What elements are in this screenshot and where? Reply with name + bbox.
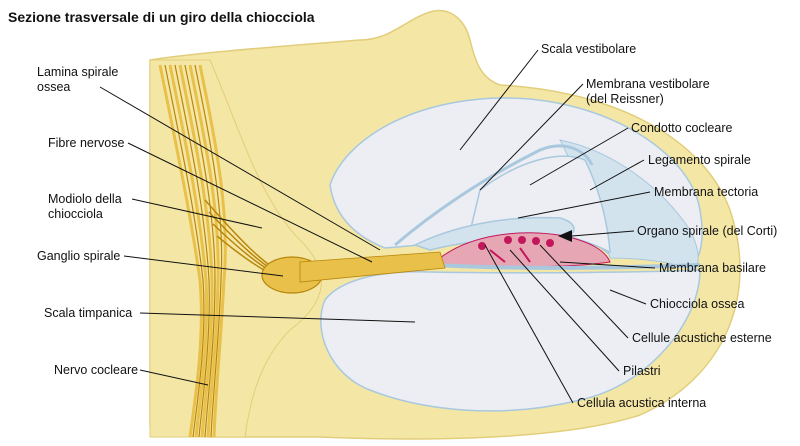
nerve-strand: [194, 64, 223, 438]
leader-line-tectoria: [517, 191, 651, 219]
nerve-strand: [188, 64, 220, 438]
leader-line-legamento: [589, 159, 645, 191]
label-scala-timpanica: Scala timpanica: [44, 306, 133, 320]
nerve-strand: [164, 64, 205, 438]
nerve-strand: [168, 64, 209, 438]
hair-cell: [518, 236, 526, 244]
hair-cell: [504, 236, 512, 244]
hair-cell: [546, 239, 554, 247]
leader-line-condotto: [529, 127, 629, 186]
arrowhead: [558, 230, 572, 242]
pillar: [489, 249, 506, 263]
label-cellule-acustiche-esterne: Cellule acustiche esterne: [632, 331, 772, 345]
nerve-strand: [178, 64, 214, 438]
label-cellula-acustica-interna: Cellula acustica interna: [577, 396, 707, 410]
leader-line-nervo: [139, 369, 209, 386]
leader-lines: [99, 49, 656, 404]
leader-line-timpanica: [139, 312, 416, 323]
bony-spiral-lamina: [299, 251, 446, 283]
leader-line-lamina: [99, 86, 381, 251]
label-membrana-basilare: Membrana basilare: [659, 261, 766, 275]
label-nervo-cocleare: Nervo cocleare: [54, 363, 139, 377]
nerve-strand: [184, 64, 216, 438]
leader-line-basilare: [559, 261, 656, 269]
leader-line-interna: [484, 244, 574, 404]
pillar: [519, 247, 531, 263]
leader-line-ossea: [609, 289, 647, 305]
leader-line-esterne: [539, 244, 629, 339]
scala-timpanica: [320, 269, 701, 412]
leader-line-organo: [571, 230, 635, 237]
leader-line-vestibolare: [459, 49, 539, 151]
hair-cell: [478, 242, 486, 250]
label-condotto-cocleare: Condotto cocleare: [631, 121, 733, 135]
nerve-strand: [174, 64, 210, 438]
label-membrana-tectoria: Membrana tectoria: [654, 185, 759, 199]
leader-line-pilastri: [509, 249, 620, 372]
label-chiocciola-ossea: Chiocciola ossea: [650, 297, 745, 311]
hair-cells: [478, 236, 554, 263]
label-fibre-nervose: Fibre nervose: [48, 136, 125, 150]
page-title: Sezione trasversale di un giro della chi…: [8, 9, 315, 25]
nerve-strand: [198, 64, 227, 438]
leader-line-fibre: [127, 142, 373, 263]
label-ganglio-spirale: Ganglio spirale: [37, 249, 121, 263]
reissner-membrane: [394, 144, 594, 247]
label-legamento-spirale: Legamento spirale: [648, 153, 751, 167]
leader-line-reissner: [479, 83, 584, 191]
leader-line-ganglio: [123, 255, 284, 277]
leader-line-modiolo: [131, 198, 263, 229]
label-scala-vestibolare: Scala vestibolare: [541, 42, 637, 56]
label-membrana-vestibolare: Membrana vestibolare(del Reissner): [586, 77, 710, 106]
hair-cell: [532, 237, 540, 245]
label-organo-spirale: Organo spirale (del Corti): [637, 224, 778, 238]
label-pilastri: Pilastri: [623, 364, 661, 378]
